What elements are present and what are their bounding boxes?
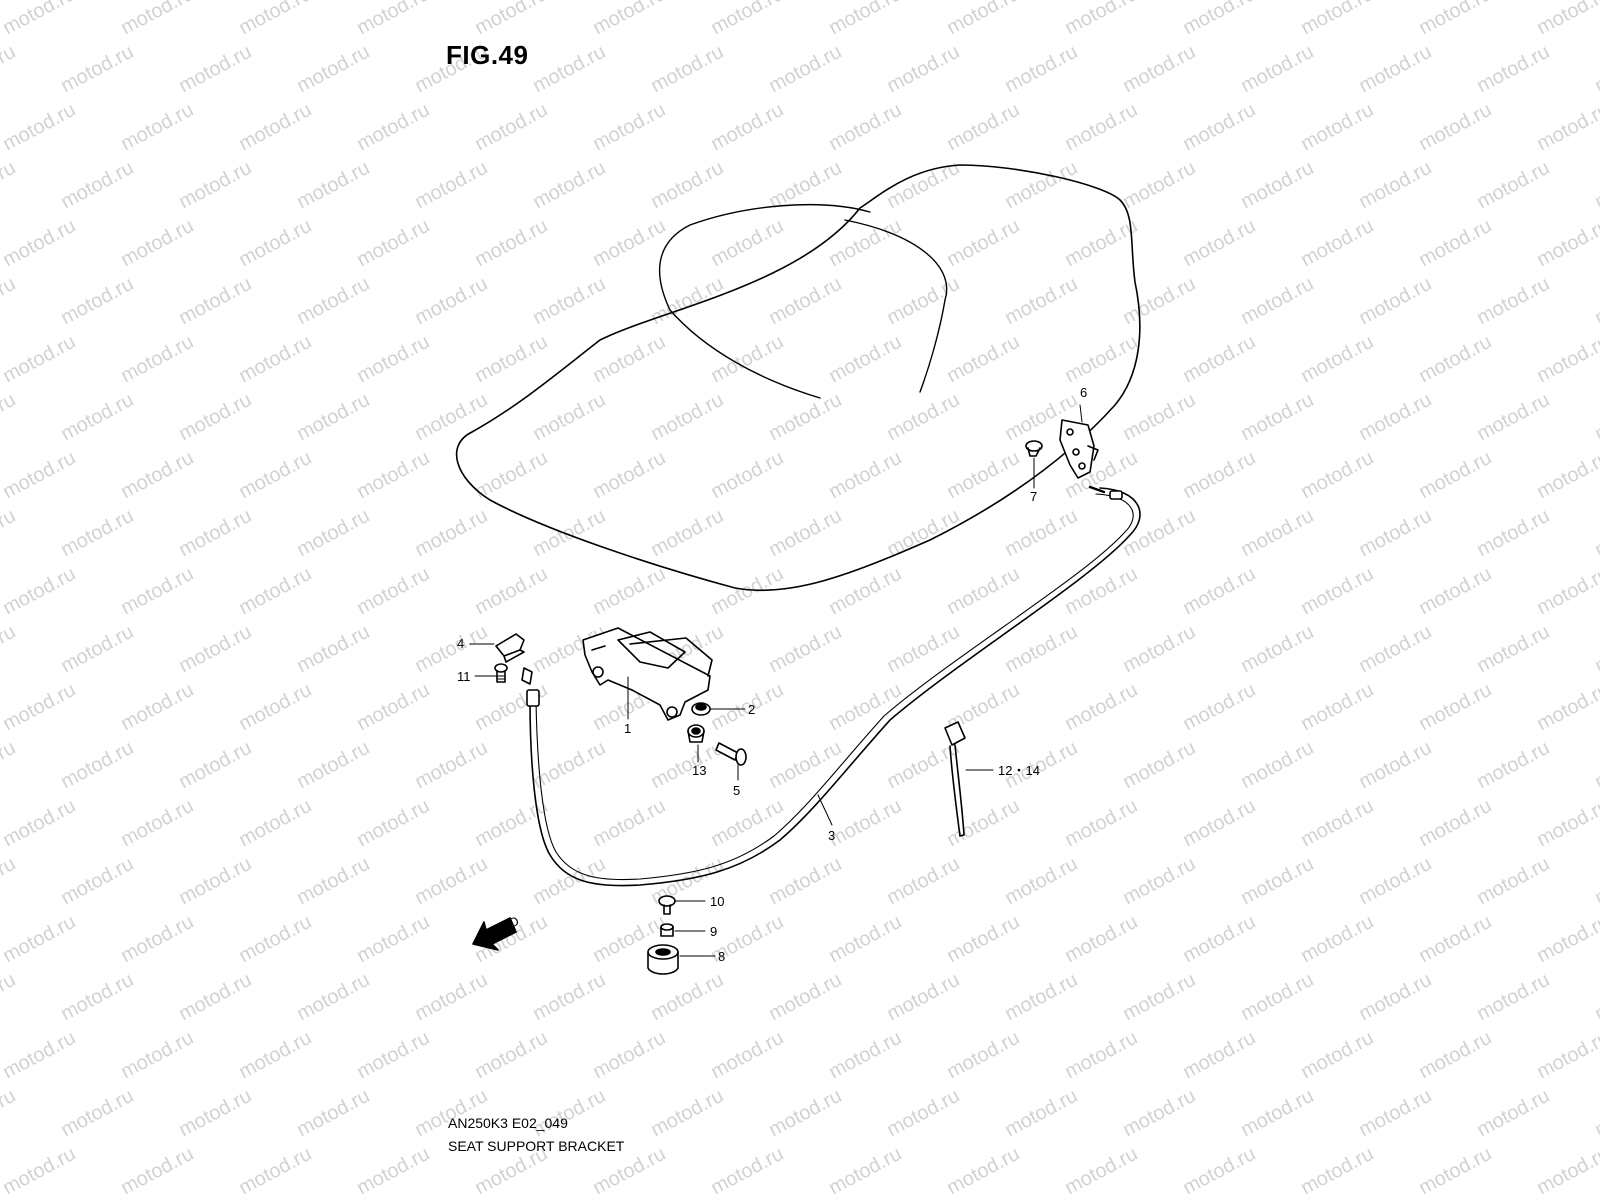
- cable-clamp: [944, 721, 966, 837]
- part-label-9: 9: [710, 924, 717, 939]
- figure-caption: SEAT SUPPORT BRACKET: [448, 1138, 625, 1154]
- part-label-10: 10: [710, 894, 724, 909]
- seat-lock-cable: [521, 485, 1141, 887]
- seat-lock: [1059, 419, 1099, 479]
- bolt-10: [658, 895, 676, 915]
- part-label-2: 2: [748, 702, 755, 717]
- collar-13: [687, 724, 705, 743]
- cushion-8: [647, 944, 679, 975]
- part-label-5: 5: [733, 783, 740, 798]
- part-label-4: 4: [457, 636, 464, 651]
- bolt-11: [494, 663, 508, 683]
- part-label-7: 7: [1030, 489, 1037, 504]
- bolt-5: [715, 742, 747, 766]
- figure-footer: AN250K3 E02_049 SEAT SUPPORT BRACKET: [448, 1112, 624, 1158]
- forward-arrow-icon: [472, 917, 517, 951]
- part-label-6: 6: [1080, 385, 1087, 400]
- figure-code: AN250K3 E02_049: [448, 1115, 568, 1131]
- seat-support-bracket: [582, 627, 713, 721]
- seat-outline: [455, 164, 1141, 592]
- part-label-3: 3: [828, 828, 835, 843]
- screw-7: [1025, 440, 1043, 457]
- cable-clip: [495, 633, 525, 663]
- leader-lines: [469, 404, 1083, 957]
- collar-9: [660, 923, 674, 937]
- part-label-11: 11: [457, 669, 471, 684]
- part-label-13: 13: [692, 763, 706, 778]
- part-label-8: 8: [718, 949, 725, 964]
- part-label-1: 1: [624, 721, 631, 736]
- figure-title: FIG.49: [446, 40, 529, 70]
- cushion-2: [691, 702, 711, 716]
- part-label-12-14: 12・14: [998, 763, 1040, 778]
